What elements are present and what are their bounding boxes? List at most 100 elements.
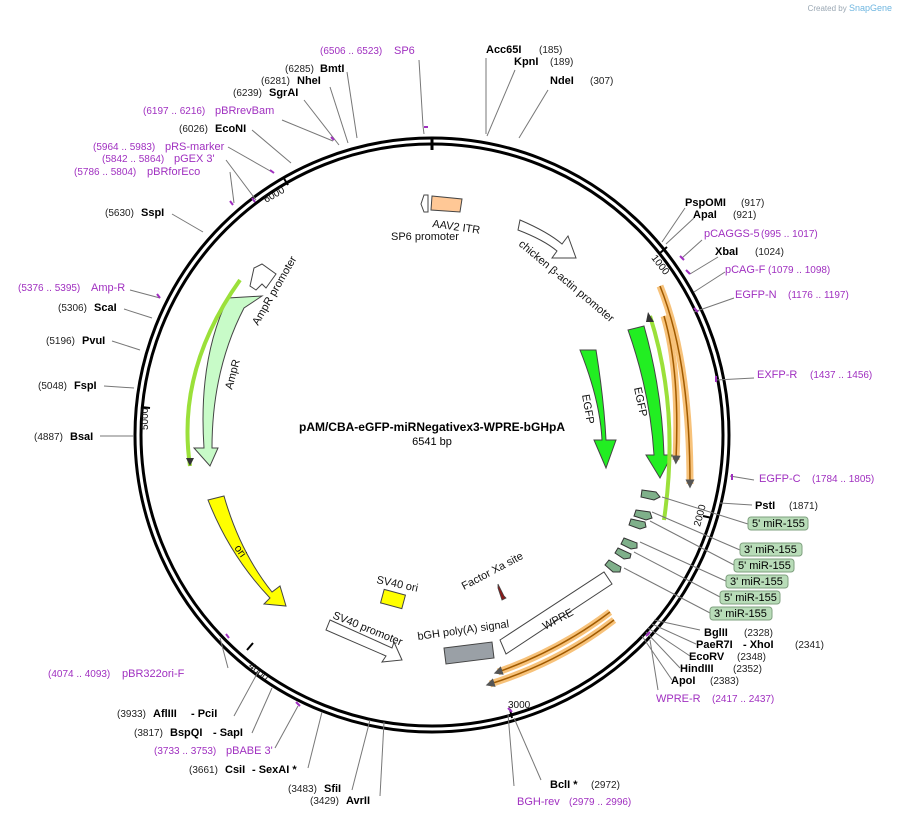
primer-exfp-r[interactable]: EXFP-R: [757, 369, 797, 381]
ampr-promoter-label: AmpR promoter: [250, 254, 299, 328]
enz-scai[interactable]: ScaI: [94, 302, 117, 314]
mirna-label-3[interactable]: 5' miR-155: [738, 560, 791, 572]
plasmid-name: pAM/CBA-eGFP-miRNegativex3-WPRE-bGHpA: [299, 420, 565, 434]
enz-psti[interactable]: PstI: [755, 500, 775, 512]
enz-bspqi-pos: (3817): [134, 728, 163, 739]
enz-hindiii[interactable]: HindIII: [680, 663, 714, 675]
enz-bmti-pos: (6285): [285, 64, 314, 75]
primer-wpre-r[interactable]: WPRE-R: [656, 693, 701, 705]
mirna-label-5[interactable]: 5' miR-155: [724, 592, 777, 604]
cba-promoter-arrow[interactable]: [517, 219, 577, 259]
enz-pvui[interactable]: PvuI: [82, 335, 105, 347]
ampr-primer-arrowhead: [186, 458, 194, 466]
primer-bgh-rev[interactable]: BGH-rev: [517, 796, 560, 808]
enz-csii[interactable]: CsiI: [225, 764, 245, 776]
enz-ecorv[interactable]: EcoRV: [689, 651, 725, 663]
leader-lines: [100, 58, 755, 797]
sv40-promoter-arrow[interactable]: [325, 619, 403, 663]
ampr-label: AmpR: [223, 358, 243, 391]
enz-pcii[interactable]: - PciI: [191, 708, 217, 720]
bgh-polya[interactable]: [443, 641, 495, 665]
factor-xa-label: Factor Xa site: [460, 550, 526, 592]
enz-sexai[interactable]: - SexAI *: [252, 764, 297, 776]
tick-2000: 2000: [692, 503, 708, 528]
primer-pbr322ori[interactable]: pBR322ori-F: [122, 668, 185, 680]
enz-apai-pos: (921): [733, 210, 756, 221]
sp6-promoter-arrow[interactable]: [420, 194, 429, 213]
enz-sfii-pos: (3483): [288, 784, 317, 795]
factor-xa-site[interactable]: [497, 583, 507, 601]
mirna-label-6[interactable]: 3' miR-155: [714, 608, 767, 620]
brand-credit: Created by SnapGene: [808, 3, 892, 13]
primer-egfp-c-range: (1784 .. 1805): [812, 474, 874, 485]
enz-xbai[interactable]: XbaI: [715, 246, 738, 258]
enz-econi-pos: (6026): [179, 124, 208, 135]
aav2-itr[interactable]: [430, 195, 463, 213]
enz-sspi[interactable]: SspI: [141, 207, 164, 219]
primer-egfp-c[interactable]: EGFP-C: [759, 473, 801, 485]
primer-sp6[interactable]: SP6: [394, 45, 415, 57]
enz-bmti[interactable]: BmtI: [320, 63, 344, 75]
enz-bcli[interactable]: BclI *: [550, 779, 578, 791]
ampr-arrow[interactable]: [192, 295, 264, 467]
primer-ampr-range: (5376 .. 5395): [18, 283, 80, 294]
sv40-ori[interactable]: [379, 588, 407, 610]
primer-pcaggs5[interactable]: pCAGGS-5: [704, 228, 760, 240]
enz-sgrai[interactable]: SgrAI: [269, 87, 298, 99]
enz-paer7i[interactable]: PaeR7I: [696, 639, 733, 651]
enz-xhoi[interactable]: - XhoI: [743, 639, 774, 651]
enz-avrii-pos: (3429): [310, 796, 339, 807]
enz-bglii-pos: (2328): [744, 628, 773, 639]
primer-sp6-range: (6506 .. 6523): [320, 46, 382, 57]
primer-prs-marker[interactable]: pRS-marker: [165, 141, 225, 153]
enz-ndei-pos: (307): [590, 76, 613, 87]
primer-bgh-rev-range: (2979 .. 2996): [569, 797, 631, 808]
enz-apoi[interactable]: ApoI: [671, 675, 695, 687]
enz-kpni[interactable]: KpnI: [514, 56, 538, 68]
primer-pbrforeco-range: (5786 .. 5804): [74, 167, 136, 178]
primer-pcag-f[interactable]: pCAG-F: [725, 264, 766, 276]
enz-acc65i[interactable]: Acc65I: [486, 44, 521, 56]
primer-pcaggs5-range: (995 .. 1017): [761, 229, 818, 240]
primer-prs-marker-range: (5964 .. 5983): [93, 142, 155, 153]
primer-pbrforeco[interactable]: pBRforEco: [147, 166, 200, 178]
primer-ampr[interactable]: Amp-R: [91, 282, 125, 294]
primer-pbabe3[interactable]: pBABE 3': [226, 745, 273, 757]
ori-arrow[interactable]: [207, 495, 287, 607]
primer-ticks: [156, 126, 733, 713]
enz-bspqi[interactable]: BspQI: [170, 727, 202, 739]
enz-sfii[interactable]: SfiI: [324, 783, 341, 795]
mirna-label-1[interactable]: 5' miR-155: [752, 518, 805, 530]
enz-pspomi[interactable]: PspOMI: [685, 197, 726, 209]
enz-nhei[interactable]: NheI: [297, 75, 321, 87]
enz-sapi[interactable]: - SapI: [213, 727, 243, 739]
enz-bglii[interactable]: BglII: [704, 627, 728, 639]
enz-pspomi-pos: (917): [741, 198, 764, 209]
mirna-label-4[interactable]: 3' miR-155: [730, 576, 783, 588]
primer-egfp-n-range: (1176 .. 1197): [788, 290, 849, 301]
enz-bsai[interactable]: BsaI: [70, 431, 93, 443]
egfp-inner-arrow[interactable]: [579, 349, 617, 470]
primer-pbrrevbam[interactable]: pBRrevBam: [215, 105, 274, 117]
primer-pbr322ori-range: (4074 .. 4093): [48, 669, 110, 680]
enz-xbai-pos: (1024): [755, 247, 784, 258]
egfp-outer-arrow[interactable]: [627, 325, 673, 480]
mirna-label-2[interactable]: 3' miR-155: [744, 544, 797, 556]
enz-ndei[interactable]: NdeI: [550, 75, 574, 87]
ampr-primer-track: [185, 278, 242, 467]
enz-econi[interactable]: EcoNI: [215, 123, 246, 135]
enz-fspi[interactable]: FspI: [74, 380, 97, 392]
enz-sgrai-pos: (6239): [233, 88, 262, 99]
enz-afliii[interactable]: AflIII: [153, 708, 177, 720]
wpre-arrow[interactable]: [499, 571, 613, 655]
primer-exfp-r-range: (1437 .. 1456): [810, 370, 872, 381]
enz-acc65i-pos: (185): [539, 45, 562, 56]
enz-apai[interactable]: ApaI: [693, 209, 717, 221]
primer-bar-orange-1-line: [659, 285, 695, 489]
primer-egfp-n[interactable]: EGFP-N: [735, 289, 777, 301]
egfp-primer-arrowhead: [646, 312, 654, 322]
enz-avrii[interactable]: AvrII: [346, 795, 370, 807]
ampr-promoter-arrow[interactable]: [249, 263, 277, 291]
primer-pgex3[interactable]: pGEX 3': [174, 153, 215, 165]
egfp-primer-track: [648, 315, 672, 521]
